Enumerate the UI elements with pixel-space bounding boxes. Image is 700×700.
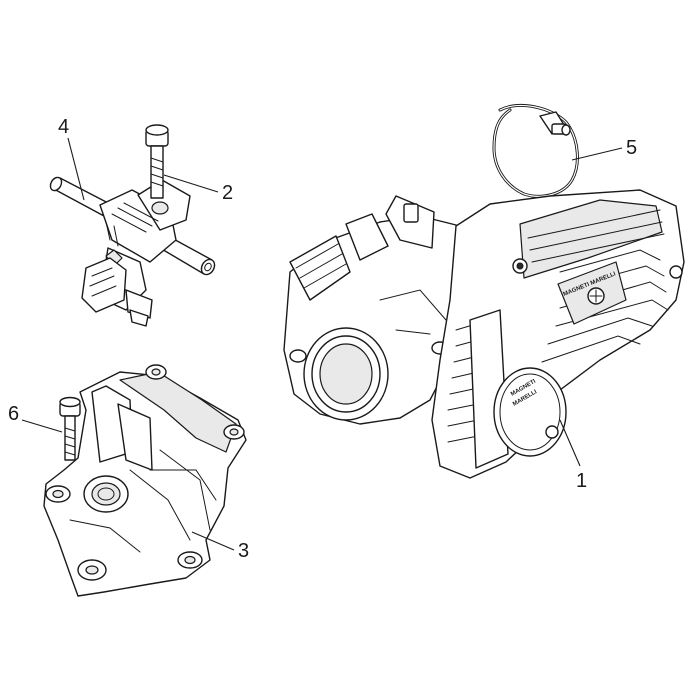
fuel-injector-assembly — [49, 124, 216, 327]
leader-line-3 — [191, 531, 235, 551]
callout-number-5: 5 — [626, 137, 637, 159]
leader-line-4 — [67, 137, 85, 201]
leader-line-2 — [163, 174, 219, 193]
throttle-body-part-1 — [283, 189, 685, 479]
hose-clamp-part-5 — [492, 104, 579, 198]
callout-number-6: 6 — [8, 403, 19, 425]
callout-number-2: 2 — [222, 182, 233, 204]
leader-lines — [21, 137, 623, 551]
callout-number-4: 4 — [58, 116, 69, 138]
leader-line-5 — [571, 147, 623, 161]
bolt-part-6 — [59, 396, 81, 461]
leader-line-6 — [21, 419, 63, 433]
intake-manifold-assembly — [43, 364, 247, 597]
bolt-part-2 — [145, 124, 169, 199]
callout-number-1: 1 — [576, 470, 587, 492]
callout-number-3: 3 — [238, 540, 249, 562]
leader-line-1 — [559, 419, 581, 467]
